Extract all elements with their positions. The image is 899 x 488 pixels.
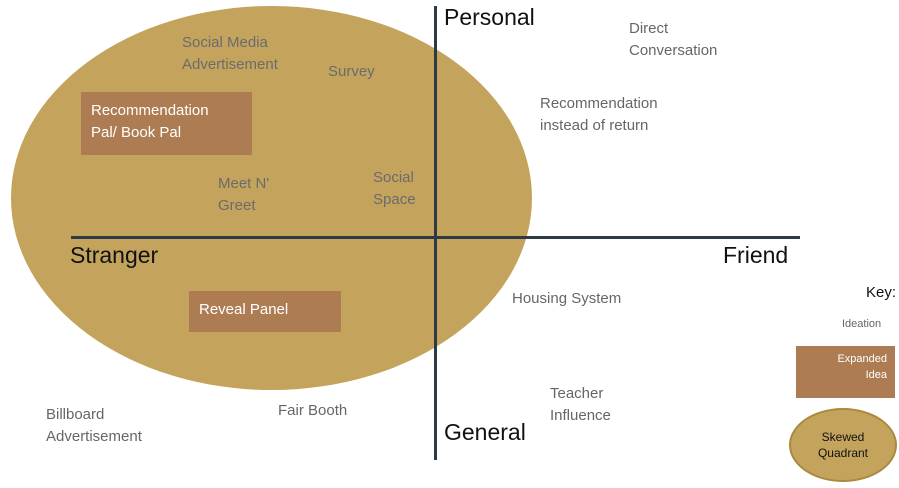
idea-social-space: Social Space bbox=[373, 169, 416, 208]
idea-direct-conversation: Direct Conversation bbox=[629, 20, 718, 59]
axis-label-friend: Friend bbox=[723, 242, 789, 268]
key-ideation-label: Ideation bbox=[842, 318, 882, 330]
axis-label-general: General bbox=[444, 419, 526, 445]
idea-fair-booth: Fair Booth bbox=[278, 402, 348, 419]
expanded-idea-recommendation-pal: Recommendation Pal/ Book Pal bbox=[81, 92, 252, 155]
idea-meet-n-greet: Meet N' Greet bbox=[218, 175, 270, 214]
expanded-idea-reveal-panel: Reveal Panel bbox=[189, 291, 341, 332]
idea-billboard-advertisement: Billboard Advertisement bbox=[46, 406, 142, 445]
key-title: Key: bbox=[866, 284, 897, 301]
idea-housing-system: Housing System bbox=[512, 290, 622, 307]
axis-label-personal: Personal bbox=[444, 4, 535, 30]
idea-recommendation-instead-of-return: Recommendation instead of return bbox=[540, 95, 658, 134]
idea-teacher-influence: Teacher Influence bbox=[550, 385, 611, 424]
axis-label-stranger: Stranger bbox=[70, 242, 159, 268]
idea-social-media-advertisement: Social Media Advertisement bbox=[182, 34, 278, 73]
idea-survey: Survey bbox=[328, 63, 375, 80]
vertical-axis bbox=[434, 6, 437, 460]
key-expanded-idea: Expanded Idea bbox=[796, 346, 895, 398]
key-skewed-quadrant: Skewed Quadrant bbox=[789, 408, 897, 482]
horizontal-axis bbox=[71, 236, 800, 239]
